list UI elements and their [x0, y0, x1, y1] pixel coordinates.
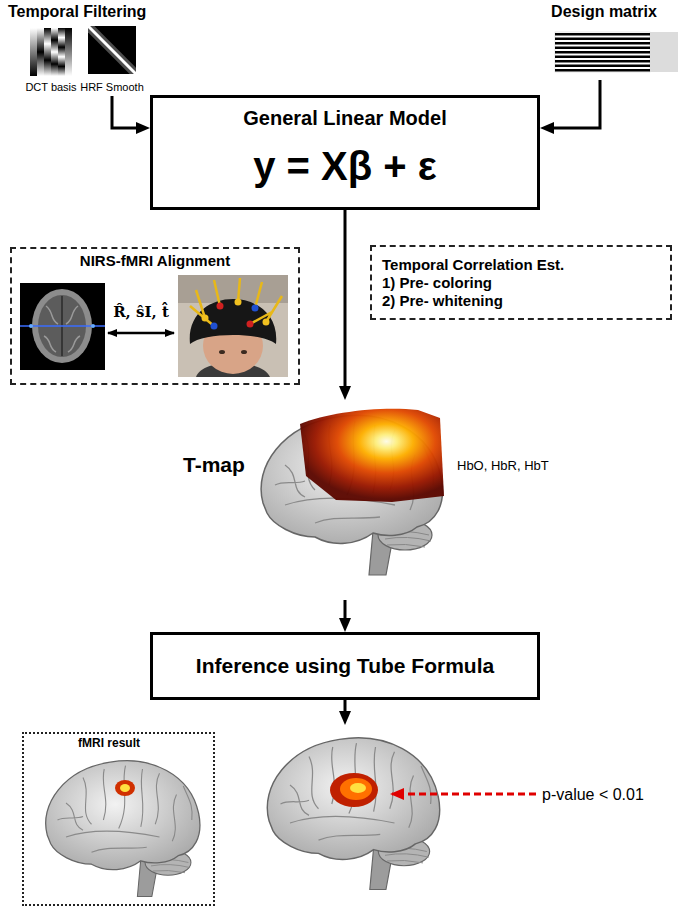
activation-blob	[350, 783, 366, 793]
process-box: General Linear Model y = Xβ + ε	[150, 95, 540, 210]
matrix-row	[555, 69, 650, 72]
node-text: Temporal Correlation Est.	[382, 256, 564, 274]
node-text: 1) Pre- coloring	[382, 274, 492, 292]
brain-drawing	[267, 738, 439, 890]
hrf-smooth-image	[88, 26, 136, 74]
brain-drawing	[46, 761, 200, 897]
flow-arrow	[344, 210, 347, 390]
nirs-cap	[190, 299, 277, 344]
node-text: HRF Smooth	[80, 81, 144, 94]
brain-map: T-mapHbO, HbR, HbT	[245, 400, 445, 600]
flow-arrow	[344, 600, 347, 622]
optode	[247, 321, 254, 328]
node-text: Temporal Filtering	[8, 2, 146, 21]
photo-ground	[178, 275, 288, 377]
dashed-note-box: Temporal Correlation Est.1) Pre- colorin…	[370, 245, 672, 320]
matrix-row	[555, 47, 650, 50]
dct-column	[65, 28, 72, 76]
image-group: Temporal FilteringDCT basis HRF Smooth	[6, 2, 156, 96]
eye	[219, 350, 225, 354]
node-text: DCT basis	[25, 81, 76, 94]
node-text: y = Xβ + ε	[253, 142, 437, 190]
optode	[263, 319, 270, 326]
node-text: General Linear Model	[243, 106, 446, 130]
double-arrow	[108, 332, 174, 335]
node-text: Inference using Tube Formula	[196, 653, 494, 678]
matrix-row	[555, 56, 650, 59]
dct-basis-image	[30, 28, 72, 76]
optode	[217, 303, 224, 310]
design-matrix-image	[555, 32, 678, 72]
optode	[211, 323, 218, 330]
matrix-row	[555, 38, 650, 41]
fmri-brain	[46, 761, 200, 897]
dotted-group-box: fMRI result	[22, 732, 215, 906]
node-text: 2) Pre- whitening	[382, 292, 503, 310]
optode	[235, 299, 242, 306]
transform-label: R̂, ŝI, t̂	[113, 303, 169, 321]
process-box: Inference using Tube Formula	[150, 632, 540, 700]
fiducial-dot	[29, 324, 33, 328]
dct-column	[37, 28, 44, 76]
dct-column	[58, 28, 65, 76]
node-text: NIRS-fMRI Alignment	[80, 252, 230, 270]
matrix-row	[555, 42, 650, 45]
matrix-ground	[555, 32, 650, 72]
matrix-row	[555, 33, 650, 36]
nirs-helmet-photo	[178, 275, 288, 377]
dct-column	[30, 28, 37, 76]
flow-arrow	[112, 96, 140, 128]
mri-ground	[20, 283, 105, 370]
tmap-brain	[261, 409, 444, 575]
matrix-constant-column	[650, 32, 678, 72]
matrix-diagonal	[88, 26, 136, 74]
callout-arrow	[392, 793, 536, 796]
eye	[241, 350, 247, 354]
node-text: fMRI result	[78, 736, 140, 750]
photo-wall	[178, 275, 288, 303]
matrix-diagonal	[88, 26, 136, 74]
node-text: T-map	[183, 452, 245, 477]
optode-cables	[190, 278, 282, 326]
connector-group	[112, 80, 600, 715]
activation-map	[300, 409, 444, 502]
matrix-row	[555, 60, 650, 63]
mri-slice-image	[20, 283, 105, 370]
node-text: p-value < 0.01	[542, 785, 644, 804]
activation-blob	[115, 780, 135, 796]
dct-column	[44, 28, 51, 76]
node-text: HbO, HbR, HbT	[457, 458, 549, 474]
matrix-row	[555, 51, 650, 54]
activation-blob	[340, 778, 372, 800]
dct-column	[51, 28, 58, 76]
result-brain	[267, 738, 439, 890]
activation-blob	[330, 773, 378, 807]
matrix-row	[555, 65, 650, 68]
activation-blob	[120, 784, 130, 792]
image-group: Design matrix	[528, 2, 680, 80]
node-text: Design matrix	[551, 2, 657, 21]
optode	[202, 315, 209, 322]
brain-map: p-value < 0.01	[252, 725, 444, 900]
fiducial-dot	[91, 324, 95, 328]
flow-arrow	[550, 80, 600, 128]
flow-arrow	[344, 700, 347, 715]
optode	[252, 305, 259, 312]
